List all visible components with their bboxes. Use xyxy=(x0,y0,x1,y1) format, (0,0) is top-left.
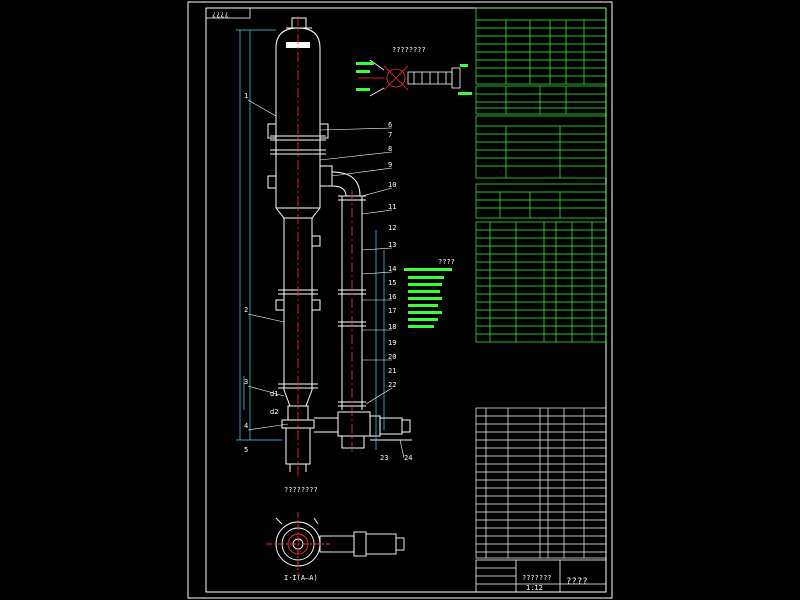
spec-table-top xyxy=(475,7,607,219)
callout-6: 6 xyxy=(388,121,392,129)
callout-1: 1 xyxy=(244,92,248,100)
callout-16: 16 xyxy=(388,293,396,301)
callout-18: 18 xyxy=(388,323,396,331)
detail-labels xyxy=(356,62,472,95)
detail-view xyxy=(358,59,461,97)
parts-list-table xyxy=(475,221,607,343)
callout-22: 22 xyxy=(388,381,396,389)
callout-20: 20 xyxy=(388,353,396,361)
top-label-box xyxy=(205,7,251,19)
inner-frame xyxy=(205,7,607,593)
callout-14: 14 xyxy=(388,265,396,273)
callouts-left: 1 2 3 4 5 d1 d2 xyxy=(244,92,278,454)
callout-2: 2 xyxy=(244,306,248,314)
callout-3: 3 xyxy=(244,378,248,386)
callout-17: 17 xyxy=(388,307,396,315)
parts-list-bottom xyxy=(475,407,607,559)
title-block xyxy=(475,559,607,593)
notes-title: ???? xyxy=(438,258,455,266)
main-vessel xyxy=(267,17,333,472)
callout-7: 7 xyxy=(388,131,392,139)
top-manway xyxy=(286,42,310,48)
callout-5: 5 xyxy=(244,446,248,454)
callout-4: 4 xyxy=(244,422,248,430)
callout-12: 12 xyxy=(388,224,396,232)
callout-24: 24 xyxy=(404,454,412,462)
leader-lines-right xyxy=(319,127,405,459)
callout-13: 13 xyxy=(388,241,396,249)
leader-lines-left xyxy=(247,99,289,431)
technical-notes xyxy=(404,268,452,328)
title-block-company: ???? xyxy=(566,577,588,587)
detail-title: ???????? xyxy=(392,46,426,54)
callout-21: 21 xyxy=(388,367,396,375)
callout-10: 10 xyxy=(388,181,396,189)
outer-frame xyxy=(187,1,613,599)
dimension-lines xyxy=(236,29,385,450)
callout-8: 8 xyxy=(388,145,392,153)
plan-title: ???????? xyxy=(284,486,318,494)
side-separator xyxy=(314,171,412,449)
callout-19: 19 xyxy=(388,339,396,347)
title-block-name: ??????? xyxy=(522,574,552,582)
callout-15: 15 xyxy=(388,279,396,287)
callout-23: 23 xyxy=(380,454,388,462)
callouts-right: 6 7 8 9 10 11 12 13 14 15 16 17 18 19 20… xyxy=(380,121,412,462)
plan-view xyxy=(266,512,405,576)
plan-note: I·I(A—A) xyxy=(284,574,318,582)
callout-d2: d2 xyxy=(270,408,278,416)
title-block-scale: 1:12 xyxy=(526,584,543,592)
callout-d1: d1 xyxy=(270,390,278,398)
top-label: ¿¿¿¿ xyxy=(212,10,229,18)
callout-9: 9 xyxy=(388,161,392,169)
callout-11: 11 xyxy=(388,203,396,211)
